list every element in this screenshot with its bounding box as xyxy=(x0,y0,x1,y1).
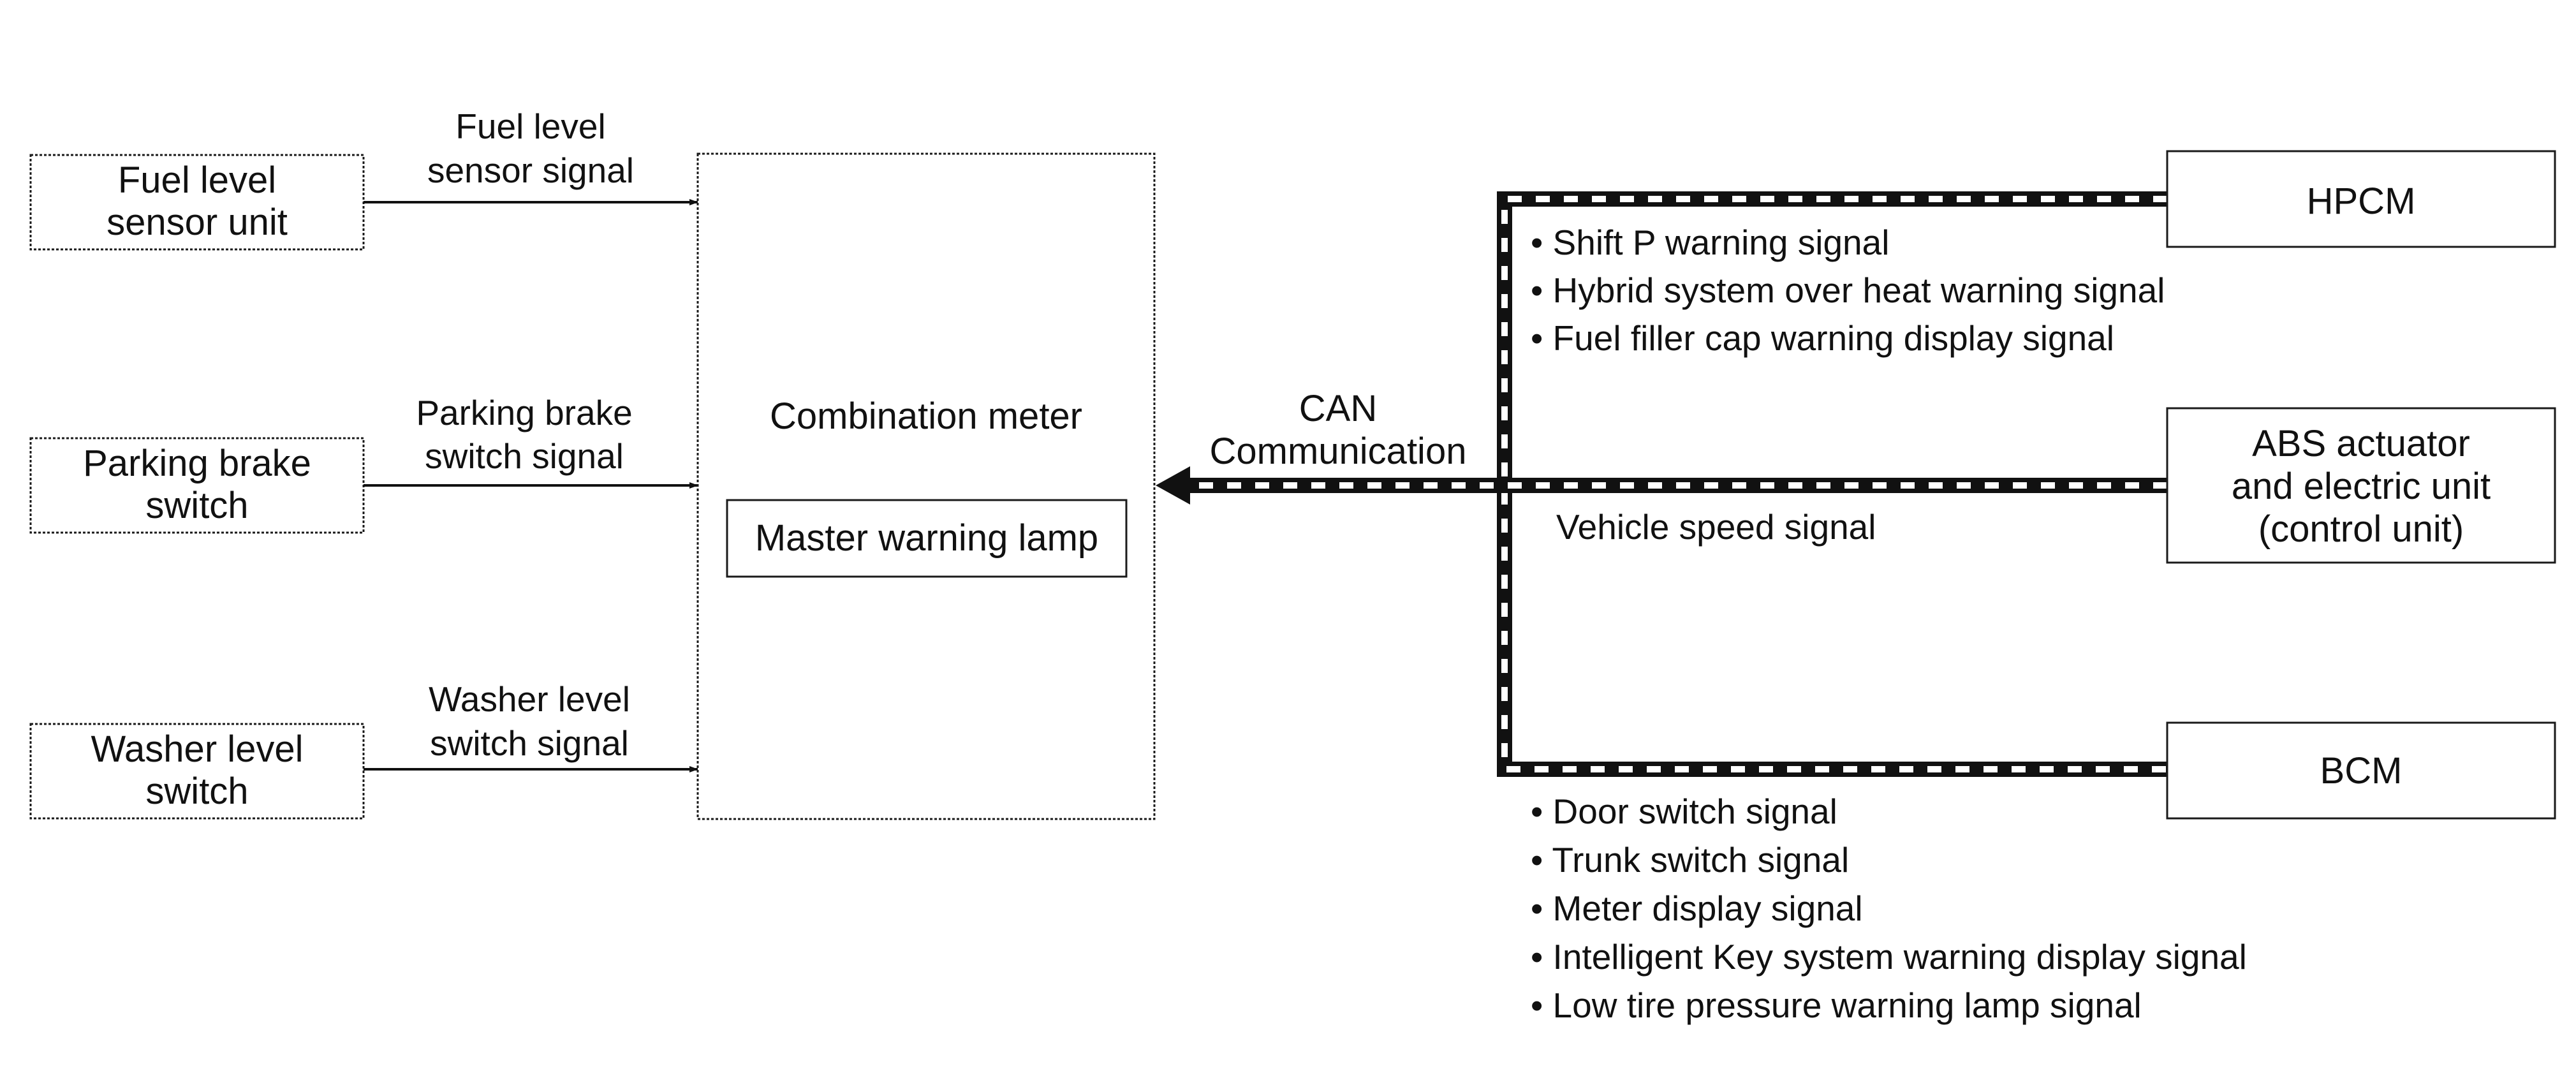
bullet: • xyxy=(1531,985,1553,1025)
parking-brake-signal-label-1: Parking brake xyxy=(416,393,632,432)
hpcm-signal-item: • Fuel filler cap warning display signal xyxy=(1531,318,2114,358)
hpcm-signal-item: • Shift P warning signal xyxy=(1531,223,1889,262)
bcm-signal-item: • Low tire pressure warning lamp signal xyxy=(1531,985,2142,1025)
parking-brake-switch: Parking brake switch xyxy=(29,437,365,534)
abs-actuator-box xyxy=(2166,407,2556,564)
bcm-signal-item: • Door switch signal xyxy=(1531,792,1837,831)
hpcm-label: HPCM xyxy=(2307,181,2416,222)
bullet: • xyxy=(1531,223,1553,262)
bcm-signal-item: • Trunk switch signal xyxy=(1531,840,1849,880)
can-communication-label-1: CAN xyxy=(1299,388,1377,429)
bcm-signal-text: Intelligent Key system warning display s… xyxy=(1553,937,2247,977)
fuel-level-sensor-unit-box xyxy=(29,154,365,251)
vehicle-speed-signal-label: Vehicle speed signal xyxy=(1556,507,1876,547)
washer-level-switch: Washer level switch xyxy=(29,723,365,820)
hpcm-signal-list: • Shift P warning signal • Hybrid system… xyxy=(1531,223,2165,358)
combination-meter-box xyxy=(696,152,1156,820)
fuel-level-sensor-unit-label-2: sensor unit xyxy=(107,202,288,243)
bcm-signal-text: Low tire pressure warning lamp signal xyxy=(1553,985,2142,1025)
washer-level-signal-label-2: switch signal xyxy=(430,723,629,763)
parking-brake-switch-box xyxy=(29,437,365,534)
fuel-level-sensor-unit: Fuel level sensor unit xyxy=(29,154,365,251)
bcm-signal-item: • Meter display signal xyxy=(1531,889,1863,928)
abs-actuator-unit: ABS actuator and electric unit (control … xyxy=(2166,407,2556,564)
bcm-label: BCM xyxy=(2320,750,2403,792)
abs-label-1: ABS actuator xyxy=(2252,423,2470,464)
parking-brake-switch-signal: Parking brake switch signal xyxy=(364,393,698,489)
can-bus: CAN Communication xyxy=(1156,191,2167,777)
abs-label-2: and electric unit xyxy=(2232,466,2491,507)
combination-meter-title: Combination meter xyxy=(770,395,1082,437)
parking-brake-switch-label-2: switch xyxy=(145,485,248,526)
bullet: • xyxy=(1531,270,1553,310)
abs-label-3: (control unit) xyxy=(2258,508,2464,550)
hpcm-signal-item: • Hybrid system over heat warning signal xyxy=(1531,270,2165,310)
bcm-signal-list: • Door switch signal • Trunk switch sign… xyxy=(1531,792,2247,1025)
washer-level-switch-signal: Washer level switch signal xyxy=(364,679,698,772)
bullet: • xyxy=(1531,318,1553,358)
can-communication-label-2: Communication xyxy=(1210,431,1467,472)
bullet: • xyxy=(1531,840,1552,880)
parking-brake-signal-label-2: switch signal xyxy=(425,436,624,476)
can-bus-arrowhead xyxy=(1156,466,1190,505)
washer-level-signal-label-1: Washer level xyxy=(429,679,630,719)
master-warning-lamp-label: Master warning lamp xyxy=(755,517,1098,559)
bcm-signal-text: Door switch signal xyxy=(1553,792,1837,831)
fuel-level-sensor-signal: Fuel level sensor signal xyxy=(364,107,698,205)
fuel-level-signal-label-2: sensor signal xyxy=(427,151,634,190)
bcm-signal-item: • Intelligent Key system warning display… xyxy=(1531,937,2247,977)
hpcm-box xyxy=(2166,150,2556,248)
washer-level-switch-label-1: Washer level xyxy=(91,728,303,770)
bullet: • xyxy=(1531,889,1553,928)
hpcm-signal-text: Hybrid system over heat warning signal xyxy=(1553,270,2165,310)
hpcm-signal-text: Fuel filler cap warning display signal xyxy=(1553,318,2114,358)
washer-level-switch-box xyxy=(29,723,365,820)
bcm-signal-text: Trunk switch signal xyxy=(1552,840,1850,880)
parking-brake-switch-label-1: Parking brake xyxy=(83,443,311,484)
combination-meter: Combination meter Master warning lamp xyxy=(696,152,1156,820)
bullet: • xyxy=(1531,937,1553,977)
hpcm-unit: HPCM xyxy=(2166,150,2556,248)
bullet: • xyxy=(1531,792,1553,831)
master-warning-lamp-box xyxy=(726,499,1128,578)
bcm-unit: BCM xyxy=(2166,721,2556,820)
bcm-box xyxy=(2166,721,2556,820)
hpcm-signal-text: Shift P warning signal xyxy=(1553,223,1890,262)
fuel-level-signal-label-1: Fuel level xyxy=(455,107,605,146)
bcm-signal-text: Meter display signal xyxy=(1553,889,1863,928)
fuel-level-sensor-unit-label-1: Fuel level xyxy=(118,159,276,201)
washer-level-switch-label-2: switch xyxy=(145,771,248,812)
